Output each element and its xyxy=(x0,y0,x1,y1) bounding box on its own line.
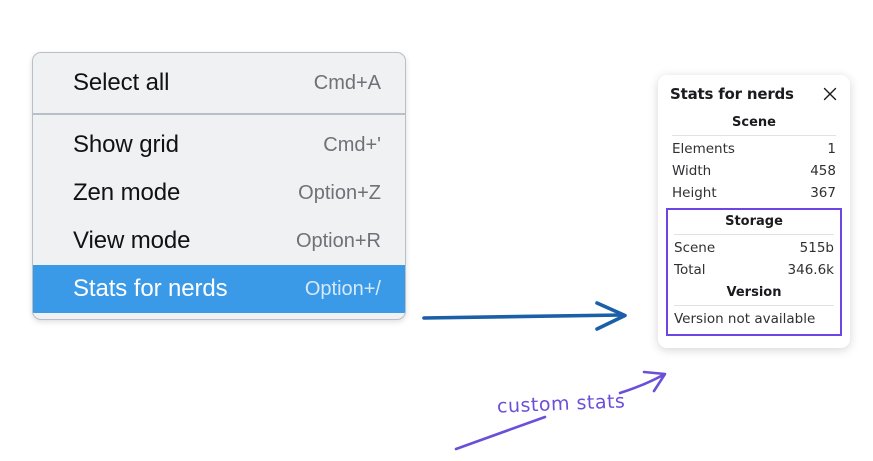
menu-item-view-mode[interactable]: View mode Option+R xyxy=(33,217,405,265)
menu-group-1: Select all Cmd+A xyxy=(33,53,405,113)
menu-item-label: Select all xyxy=(73,69,170,96)
divider xyxy=(672,135,836,136)
stat-row: Height 367 xyxy=(670,182,838,204)
stat-key: Elements xyxy=(672,141,735,157)
stat-row: Scene 515b xyxy=(672,237,836,259)
menu-item-label: Show grid xyxy=(73,131,179,158)
menu-item-label: Stats for nerds xyxy=(73,275,228,302)
menu-group-2: Show grid Cmd+' Zen mode Option+Z View m… xyxy=(33,113,405,319)
menu-item-shortcut: Option+Z xyxy=(298,181,381,204)
stat-value: 367 xyxy=(810,185,836,201)
purple-arrow xyxy=(618,370,667,395)
menu-item-shortcut: Option+R xyxy=(295,229,381,252)
close-icon[interactable] xyxy=(822,86,838,102)
menu-item-stats-for-nerds[interactable]: Stats for nerds Option+/ xyxy=(33,265,405,313)
stat-key: Scene xyxy=(674,240,716,256)
menu-item-label: View mode xyxy=(73,227,191,254)
menu-item-shortcut: Cmd+A xyxy=(313,71,381,94)
context-menu: Select all Cmd+A Show grid Cmd+' Zen mod… xyxy=(32,52,406,320)
stat-key: Height xyxy=(672,185,717,201)
menu-item-shortcut: Option+/ xyxy=(304,277,381,300)
custom-stats-highlight-box: Storage Scene 515b Total 346.6k Version … xyxy=(666,208,842,336)
stat-key: Width xyxy=(672,163,712,179)
stat-row: Width 458 xyxy=(670,160,838,182)
panel-title: Stats for nerds xyxy=(670,85,794,103)
menu-item-label: Zen mode xyxy=(73,179,181,206)
section-heading: Storage xyxy=(725,214,783,229)
menu-item-select-all[interactable]: Select all Cmd+A xyxy=(33,59,405,107)
stat-value: 458 xyxy=(810,163,836,179)
divider xyxy=(674,234,834,235)
divider xyxy=(674,305,834,306)
stat-key: Total xyxy=(674,262,706,278)
stat-row: Elements 1 xyxy=(670,138,838,160)
custom-stats-note: custom stats xyxy=(496,390,626,418)
stats-section-storage: Storage Scene 515b Total 346.6k xyxy=(672,210,836,281)
stat-value: 1 xyxy=(827,141,836,157)
panel-header: Stats for nerds xyxy=(670,85,838,103)
stats-section-version: Version Version not available xyxy=(672,281,836,330)
menu-item-shortcut: Cmd+' xyxy=(323,133,381,156)
version-value: Version not available xyxy=(674,311,816,327)
stats-for-nerds-panel: Stats for nerds Scene Elements 1 Width 4… xyxy=(658,75,850,348)
stat-row: Total 346.6k xyxy=(672,259,836,281)
purple-underline-stroke xyxy=(454,415,547,451)
section-heading: Scene xyxy=(732,115,776,130)
stat-value: 346.6k xyxy=(787,262,834,278)
menu-item-show-grid[interactable]: Show grid Cmd+' xyxy=(33,121,405,169)
stat-value: 515b xyxy=(799,240,834,256)
section-heading: Version xyxy=(726,285,782,300)
stats-section-scene: Scene Elements 1 Width 458 Height 367 xyxy=(670,111,838,204)
blue-arrow xyxy=(422,301,627,331)
menu-item-zen-mode[interactable]: Zen mode Option+Z xyxy=(33,169,405,217)
